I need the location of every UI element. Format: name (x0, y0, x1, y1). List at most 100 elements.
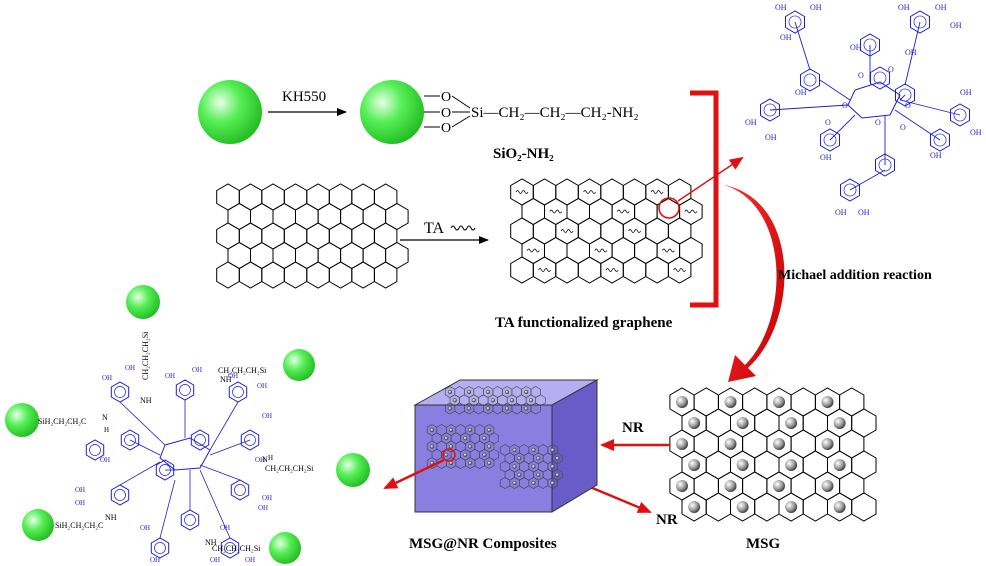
ta-benzene (785, 10, 805, 34)
composite-ball (524, 406, 529, 411)
graphene-hexagon (373, 183, 398, 211)
composite-ball (509, 398, 515, 403)
ta-graphene-hexagon (555, 178, 579, 206)
composite-silica-sphere (336, 453, 370, 487)
ta-bond (849, 169, 886, 191)
graphene-hexagon (216, 261, 240, 289)
ta-hydroxyl: OH (930, 151, 942, 160)
mol-bond (209, 439, 251, 456)
mol-benzene-ring (224, 542, 236, 554)
mol-bond (119, 461, 161, 486)
michael-curved-arrow (724, 185, 785, 382)
msg-hexagon (802, 408, 828, 438)
composite-hexagon (547, 477, 558, 489)
msg-hexagon (790, 429, 816, 459)
glucose-core (847, 81, 901, 119)
composite-ball (448, 427, 454, 433)
msg-ball (785, 501, 798, 513)
mol-chain-label: CH₂CH₂CH₂Si (265, 464, 314, 473)
msg-ball (688, 459, 701, 471)
ta-graphene-hexagon (679, 236, 703, 265)
ta-ester-oxygen: O (888, 65, 894, 74)
ta-squiggle (583, 190, 596, 194)
composite-ball (482, 452, 487, 457)
msg-ball (724, 396, 737, 408)
msg-hexagon (851, 408, 877, 438)
ta-hydroxyl: OH (810, 3, 822, 12)
ta-label: TA (424, 220, 444, 237)
mol-benzene-ring (114, 489, 126, 501)
sio2-nh2-label: SiO₂-NH₂ (493, 146, 554, 162)
silane-chain: Si—CH₂—CH₂—CH₂-NH₂ (471, 105, 639, 121)
graphene-hexagon (283, 222, 308, 250)
composite-ball (550, 464, 555, 469)
composite-ball (531, 464, 536, 469)
mol-hydroxyl: OH (125, 364, 135, 372)
graphene-hexagon (295, 241, 319, 270)
msg-ball (833, 501, 846, 513)
mol-bond (209, 401, 239, 451)
ta-graphene-hexagon (667, 256, 692, 284)
composite-ball (531, 480, 536, 486)
composite-ball (463, 436, 468, 441)
msg-label: MSG (746, 536, 781, 552)
graphene-hexagon (261, 261, 285, 289)
mol-h-label: H (268, 454, 273, 462)
composite-ball (444, 436, 449, 441)
composite-ball (486, 389, 491, 395)
mol-hydroxyl: OH (220, 524, 230, 532)
ta-benzene-ring (873, 71, 887, 85)
msg-ball (833, 417, 846, 429)
composite-ball (466, 406, 472, 411)
msg-hexagon (705, 450, 731, 480)
mol-hydroxyl: OH (100, 456, 110, 464)
siloxane-bonds (424, 95, 471, 128)
graphene-hexagon (385, 241, 409, 270)
composite-ball (444, 452, 449, 457)
ta-squiggle (515, 190, 529, 194)
graphene-hexagon (351, 183, 375, 211)
msg-hexagon (839, 387, 865, 417)
ta-hydroxyl: OH (935, 3, 947, 12)
ta-highlight-circle (658, 197, 680, 219)
msg-ball (688, 417, 701, 429)
graphene-hexagon (317, 241, 342, 270)
ta-graphene-hexagon (667, 178, 692, 206)
mol-hydroxyl: OH (102, 374, 112, 382)
msg-hexagon (742, 471, 768, 501)
mol-benzene (85, 439, 105, 461)
ta-benzene (840, 178, 860, 202)
msg-ball (772, 480, 785, 492)
graphene-hexagon (261, 183, 285, 211)
graphene-hexagon (340, 202, 364, 231)
graphene-hexagon (272, 241, 296, 270)
mol-bond (119, 401, 166, 446)
msg-ball (772, 438, 785, 450)
composite-ball (448, 444, 454, 449)
mol-bond (129, 439, 161, 456)
red-bracket (690, 90, 719, 308)
msg-ball (821, 438, 834, 450)
mol-chain-label: CH₂CH₂CH₂Si (212, 544, 261, 553)
ta-ester-oxygen: O (875, 118, 881, 127)
composite-ball (429, 427, 435, 433)
msg-silica-balls (676, 396, 846, 513)
mol-nh-label: NH (105, 513, 117, 522)
mol-chain-label: SiH₂CH₂CH₂C (55, 521, 103, 530)
msg-hexagon (742, 429, 768, 459)
ta-wave-icon (450, 225, 476, 231)
composite-ball (517, 456, 522, 461)
mol-benzene-ring (184, 514, 196, 526)
ta-benzene-ring (823, 133, 837, 147)
graphene-hexagon (227, 241, 251, 270)
graphene-hexagon (362, 241, 387, 270)
mol-benzene-ring (124, 434, 136, 446)
composite-ball (490, 398, 495, 403)
graphene-hexagon (216, 183, 240, 211)
nr-label-bottom: NR (656, 512, 678, 528)
ta-graphene-hexagon (634, 236, 658, 265)
mol-benzene (228, 381, 248, 403)
mol-nh-label: NH (220, 375, 232, 384)
ta-squiggle (628, 229, 641, 233)
